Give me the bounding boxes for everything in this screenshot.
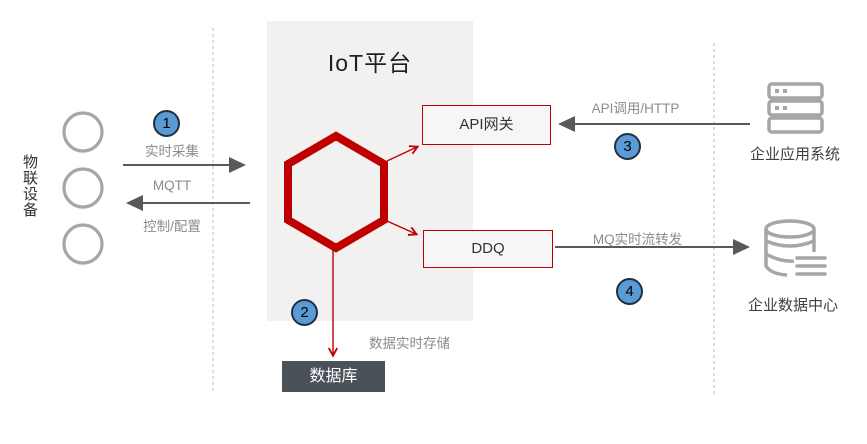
ddq-node: DDQ (423, 230, 553, 268)
iot-devices-icon (62, 111, 104, 265)
step-3-badge: 3 (614, 133, 641, 160)
api-gateway-node: API网关 (422, 105, 551, 145)
database-node: 数据库 (282, 361, 385, 392)
api-call-label: API调用/HTTP (591, 101, 680, 116)
mqtt-label: MQTT (152, 178, 192, 193)
step-4-badge: 4 (616, 278, 643, 305)
store-label: 数据实时存储 (369, 336, 450, 351)
hexagon-to-ddq-arrow (386, 220, 416, 234)
database-icon (764, 219, 829, 278)
step-2-badge: 2 (291, 299, 318, 326)
hexagon-to-gateway-arrow (386, 147, 417, 162)
iot-platform-hexagon-logo (284, 131, 388, 253)
platform-title: IoT平台 (327, 50, 413, 76)
devices-group-label: 物联设备 (21, 154, 38, 218)
server-icon (767, 82, 824, 134)
control-label: 控制/配置 (143, 219, 201, 234)
enterprise-dc-label: 企业数据中心 (747, 297, 838, 314)
iot-platform-panel (267, 21, 473, 321)
enterprise-app-label: 企业应用系统 (749, 146, 840, 163)
collect-label: 实时采集 (145, 144, 199, 159)
mq-stream-label: MQ实时流转发 (592, 232, 683, 247)
step-1-badge: 1 (153, 110, 180, 137)
